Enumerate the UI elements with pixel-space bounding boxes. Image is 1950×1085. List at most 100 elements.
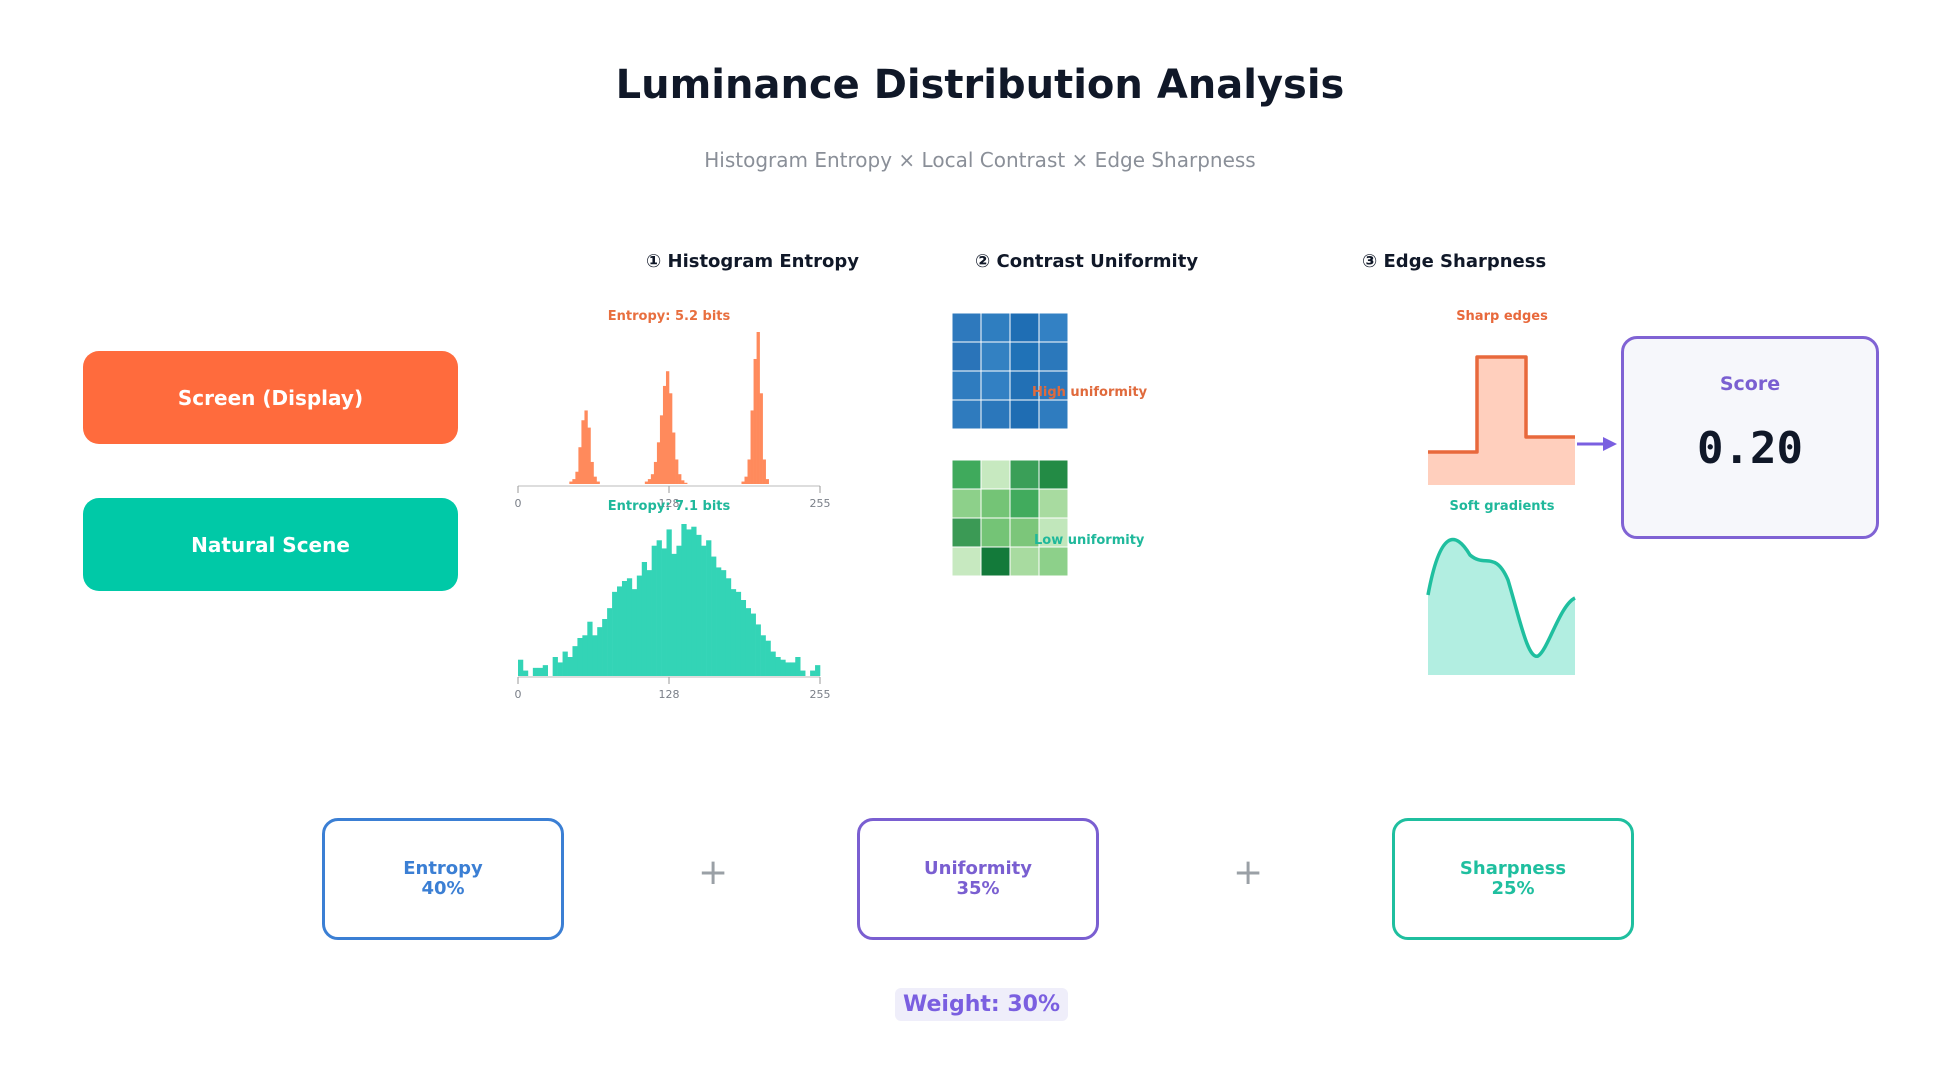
grid-cell [980,312,1011,343]
histogram-bar [800,670,806,676]
grid-cell [1038,399,1069,430]
soft-gradients-label: Soft gradients [1450,499,1555,514]
histogram-bar [641,562,648,676]
grid-cell [980,517,1011,548]
histogram-bar [582,635,588,676]
grid-cell [980,546,1011,577]
histogram-bar [691,526,697,676]
histogram-bar [765,640,771,676]
histogram-bar [795,657,801,676]
entropy-weight-pct: 40% [421,878,465,899]
sharpness-weight-box: Sharpness 25% [1392,818,1634,940]
histogram-bar [753,358,757,484]
grid-cell [1009,459,1040,490]
column-header-entropy: ① Histogram Entropy [646,251,859,272]
histogram-bar [631,589,638,676]
histogram-bar [651,545,657,676]
histogram-bar [669,393,673,484]
screen-display-label: Screen (Display) [177,385,364,410]
grid-cell [951,517,982,548]
histogram-bar [596,481,600,484]
histogram-bar [755,624,761,676]
histogram-bar [730,589,737,676]
histogram-bar [656,540,662,676]
histogram-bar [720,570,727,676]
histogram-bar [572,479,576,484]
histogram-bar [735,591,742,676]
plus-sign-1: + [698,852,729,893]
sharp-edge-curve [1428,355,1575,454]
grid-cell [951,546,982,577]
grid-cell [980,488,1011,519]
histogram-bar [647,479,652,484]
natural-histogram [518,524,821,676]
histogram-bar [706,540,712,676]
grid-cell [951,488,982,519]
histogram-bar [656,442,661,484]
low-uniformity-grid [951,459,1069,577]
histogram-bar [684,482,688,484]
histogram-bar [659,415,664,484]
histogram-bar [602,619,608,676]
histogram-bar [759,393,763,484]
entropy-weight-name: Entropy [403,858,483,879]
histogram-bar [562,651,568,676]
arrow-right-icon [1577,437,1617,451]
natural-entropy-label: Entropy: 7.1 bits [608,499,731,514]
natural-scene-label: Natural Scene [191,532,350,557]
histogram-bar [662,385,667,484]
screen-hist-tick-label-128: 128 [659,497,680,510]
sharpness-weight-pct: 25% [1491,878,1535,899]
histogram-bar [740,600,747,676]
grid-cell [1009,488,1040,519]
plus-sign-2: + [1233,852,1264,893]
uniformity-weight-name: Uniformity [924,858,1032,879]
histogram-bar [672,432,676,484]
histogram-bar [584,410,588,484]
grid-cell [951,459,982,490]
histogram-bar [671,553,677,676]
histogram-bar [770,651,776,676]
grid-cell [1038,546,1069,577]
histogram-bar [676,545,682,676]
grid-cell [1038,517,1069,548]
entropy-weight-box: Entropy 40% [322,818,564,940]
low-uniformity-label: Low uniformity [1034,533,1145,548]
grid-cell [980,399,1011,430]
histogram-bar [653,461,658,484]
natural-hist-tick-label-255: 255 [810,688,831,701]
histogram-bar [593,476,597,484]
histogram-bar [790,662,796,676]
histogram-bar [681,524,687,676]
grid-cell [1009,546,1040,577]
histogram-bar [716,567,722,676]
histogram-bar [756,332,760,484]
histogram-bar [666,529,672,676]
histogram-bar [741,481,745,484]
histogram-bar [607,608,613,676]
histogram-bar [567,657,573,676]
histogram-bar [518,659,524,676]
sharp-edge-fill [1428,357,1575,485]
uniformity-panel: High uniformity Low uniformity [951,312,1148,577]
histogram-bar [575,471,579,484]
screen-histogram [569,332,769,484]
grid-cell [951,341,982,372]
grid-cell [951,370,982,401]
histogram-bar [725,578,732,676]
column-header-uniformity: ② Contrast Uniformity [975,251,1199,272]
grid-cell [980,341,1011,372]
histogram-bar [681,480,685,484]
histogram-bar [597,627,603,676]
screen-hist-tick-label-0: 0 [515,497,522,510]
high-uniformity-label: High uniformity [1032,385,1148,400]
histogram-panel: 0 128 255 Entropy: 5.2 bits 0 128 255 En… [515,309,831,701]
histogram-bar [665,371,670,484]
histogram-bar [675,459,679,484]
histogram-bar [522,670,529,676]
grid-cell [951,312,982,343]
histogram-bar [578,447,582,484]
grid-cell [1009,341,1040,372]
histogram-bar [810,670,816,676]
score-card: Score 0.20 [1621,336,1879,539]
